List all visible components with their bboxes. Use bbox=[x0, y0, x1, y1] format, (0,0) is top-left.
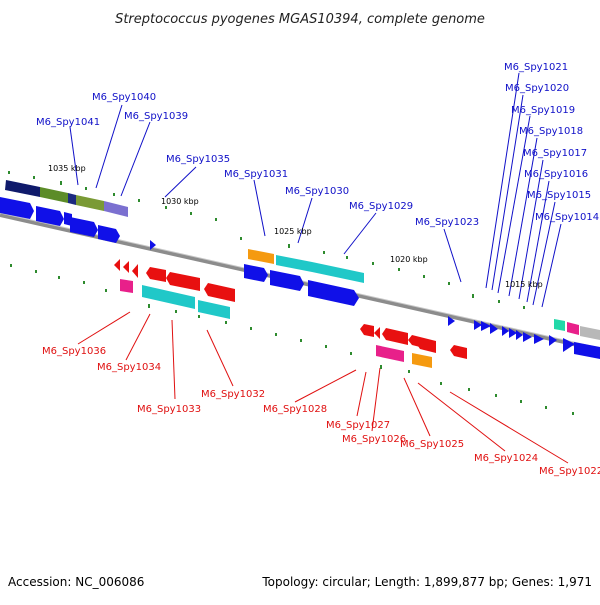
genome-summary-text: Topology: circular; Length: 1,899,877 bp… bbox=[261, 575, 592, 589]
gene-arrow bbox=[523, 332, 532, 342]
gene-arrow bbox=[114, 259, 120, 271]
gene-label: M6_Spy1028 bbox=[263, 404, 327, 415]
gene-arrow bbox=[448, 316, 455, 326]
gene-arrow bbox=[563, 338, 575, 352]
gene-arrow bbox=[450, 345, 467, 359]
feature-block bbox=[142, 285, 195, 309]
feature-block bbox=[412, 353, 432, 368]
gene-label: M6_Spy1021 bbox=[504, 62, 568, 73]
gene-label: M6_Spy1027 bbox=[326, 420, 390, 431]
gene-arrow bbox=[36, 206, 64, 226]
gene-label: M6_Spy1016 bbox=[524, 169, 588, 180]
gene-arrow bbox=[146, 267, 166, 282]
gene-label: M6_Spy1018 bbox=[519, 126, 583, 137]
forward-gene-labels: M6_Spy1041 M6_Spy1040 M6_Spy1039 M6_Spy1… bbox=[36, 62, 599, 228]
feature-block bbox=[567, 322, 579, 335]
gene-arrow bbox=[132, 264, 138, 278]
gene-arrow bbox=[502, 326, 509, 336]
feature-block bbox=[5, 180, 40, 197]
reverse-gene-labels: M6_Spy1036 M6_Spy1034 M6_Spy1033 M6_Spy1… bbox=[42, 346, 600, 477]
feature-block bbox=[198, 300, 230, 319]
gene-label: M6_Spy1026 bbox=[342, 434, 406, 445]
gene-arrow bbox=[574, 342, 600, 359]
gene-arrow bbox=[123, 261, 129, 273]
scale-tick-label: 1035 kbp bbox=[48, 164, 86, 173]
forward-label-lines bbox=[69, 72, 562, 308]
gene-arrow bbox=[374, 327, 380, 339]
gene-arrow bbox=[416, 337, 436, 353]
feature-block bbox=[554, 319, 565, 331]
gene-label: M6_Spy1014 bbox=[535, 212, 599, 223]
gene-arrow bbox=[0, 197, 34, 219]
gene-label: M6_Spy1029 bbox=[349, 201, 413, 212]
gene-arrow bbox=[204, 283, 235, 302]
feature-block bbox=[312, 262, 364, 283]
reverse-label-lines bbox=[77, 311, 569, 464]
gene-arrow bbox=[549, 335, 557, 346]
gene-label: M6_Spy1040 bbox=[92, 92, 156, 103]
gene-label: M6_Spy1023 bbox=[415, 217, 479, 228]
gene-label: M6_Spy1031 bbox=[224, 169, 288, 180]
feature-block bbox=[76, 195, 104, 211]
gene-label: M6_Spy1024 bbox=[474, 453, 538, 464]
gene-arrow bbox=[244, 264, 268, 282]
feature-block bbox=[580, 326, 600, 340]
scale-tick-label: 1030 kbp bbox=[161, 197, 199, 206]
gene-label: M6_Spy1020 bbox=[505, 83, 569, 94]
gene-arrow bbox=[516, 330, 523, 340]
gene-label: M6_Spy1015 bbox=[527, 190, 591, 201]
gene-arrow bbox=[98, 225, 120, 243]
gene-label: M6_Spy1022 bbox=[539, 466, 600, 477]
gene-label: M6_Spy1025 bbox=[400, 439, 464, 450]
gene-label: M6_Spy1019 bbox=[511, 105, 575, 116]
gene-arrow bbox=[490, 323, 498, 334]
feature-block bbox=[104, 201, 128, 217]
scale-tick-label: 1020 kbp bbox=[390, 255, 428, 264]
feature-block bbox=[276, 255, 312, 272]
feature-block bbox=[248, 249, 274, 264]
gene-arrow bbox=[509, 328, 517, 338]
gene-label: M6_Spy1033 bbox=[137, 404, 201, 415]
feature-block bbox=[68, 193, 76, 205]
gene-arrow bbox=[534, 334, 544, 344]
outer-tick-track bbox=[8, 171, 525, 309]
feature-blocks-upper bbox=[5, 180, 600, 340]
gene-arrow bbox=[308, 280, 359, 306]
map-title: Streptococcus pyogenes MGAS10394, comple… bbox=[115, 12, 485, 27]
gene-arrow bbox=[270, 270, 304, 291]
gene-arrow bbox=[474, 320, 482, 330]
accession-text: Accession: NC_006086 bbox=[8, 575, 144, 589]
gene-arrow bbox=[481, 321, 491, 331]
gene-label: M6_Spy1041 bbox=[36, 117, 100, 128]
gene-label: M6_Spy1030 bbox=[285, 186, 349, 197]
inner-tick-track bbox=[10, 264, 574, 415]
gene-arrow bbox=[382, 328, 408, 345]
gene-arrow bbox=[70, 217, 98, 237]
gene-label: M6_Spy1034 bbox=[97, 362, 161, 373]
gene-arrow bbox=[360, 324, 374, 337]
gene-arrow bbox=[150, 240, 156, 250]
gene-label: M6_Spy1032 bbox=[201, 389, 265, 400]
scale-tick-label: 1025 kbp bbox=[274, 227, 312, 236]
gene-label: M6_Spy1039 bbox=[124, 111, 188, 122]
gene-label: M6_Spy1036 bbox=[42, 346, 106, 357]
gene-label: M6_Spy1017 bbox=[523, 148, 587, 159]
gene-arrow bbox=[166, 272, 200, 291]
feature-block bbox=[120, 279, 133, 293]
feature-block bbox=[40, 187, 68, 203]
feature-blocks-lower bbox=[120, 279, 432, 368]
gene-label: M6_Spy1035 bbox=[166, 154, 230, 165]
feature-block bbox=[376, 345, 404, 362]
scale-tick-label: 1015 kbp bbox=[505, 280, 543, 289]
reverse-genes bbox=[114, 259, 467, 359]
forward-genes bbox=[0, 197, 600, 359]
